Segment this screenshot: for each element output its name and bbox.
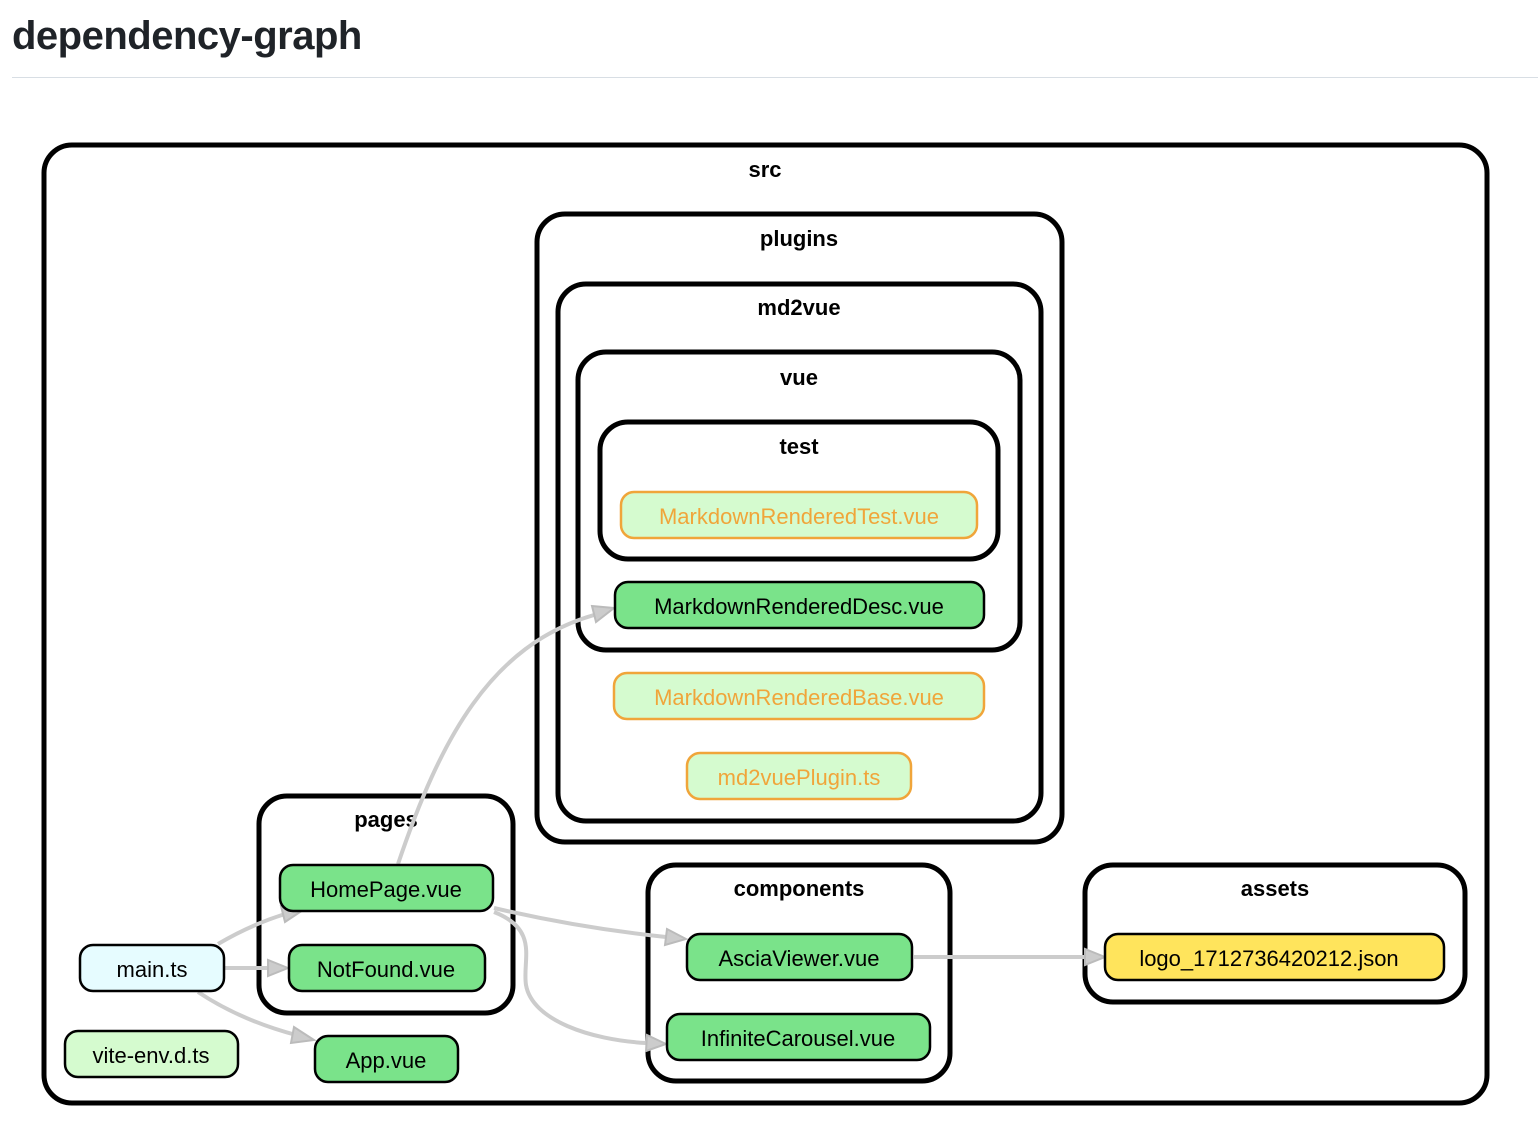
cluster-label-md2vue: md2vue [757,295,840,320]
node-label: logo_1712736420212.json [1139,946,1398,971]
cluster-vue: vue [575,349,1023,653]
edge-ascia-to-logo [914,947,1108,967]
edge-main-to-app [196,990,317,1045]
node-markdown-rendered-desc[interactable]: MarkdownRenderedDesc.vue [613,580,986,630]
cluster-label-test: test [779,434,819,459]
node-main-ts[interactable]: main.ts [78,943,226,993]
edge-homepage-to-desc [396,604,617,865]
node-label: HomePage.vue [310,877,462,902]
node-markdown-rendered-test[interactable]: MarkdownRenderedTest.vue [619,490,979,540]
node-app-vue[interactable]: App.vue [313,1034,460,1084]
edge-homepage-to-carousel [493,910,669,1053]
node-label: MarkdownRenderedTest.vue [659,504,939,529]
cluster-label-components: components [734,876,865,901]
cluster-test: test [597,419,1001,562]
cluster-label-src: src [748,157,781,182]
cluster-assets: assets [1082,862,1468,1005]
node-vite-env[interactable]: vite-env.d.ts [63,1029,240,1079]
node-label: md2vuePlugin.ts [718,765,881,790]
edge-homepage-to-ascia [493,906,689,947]
node-markdown-rendered-base[interactable]: MarkdownRenderedBase.vue [612,671,986,721]
cluster-label-vue: vue [780,365,818,390]
title-divider [12,77,1538,78]
cluster-label-plugins: plugins [760,226,838,251]
page-title: dependency-graph [12,14,362,58]
cluster-components: components [645,862,953,1084]
node-label: NotFound.vue [317,957,455,982]
cluster-src: src [41,142,1490,1106]
cluster-pages: pages [256,793,516,1016]
node-label: MarkdownRenderedDesc.vue [654,594,944,619]
node-label: vite-env.d.ts [93,1043,210,1068]
cluster-md2vue: md2vue [555,281,1044,824]
node-infinite-carousel[interactable]: InfiniteCarousel.vue [665,1012,932,1062]
node-logo-json[interactable]: logo_1712736420212.json [1103,932,1446,982]
node-notfound[interactable]: NotFound.vue [287,943,487,993]
node-label: AsciaViewer.vue [718,946,879,971]
node-label: InfiniteCarousel.vue [701,1026,895,1051]
cluster-label-pages: pages [354,807,418,832]
edge-main-to-notfound [224,958,291,978]
node-ascia-viewer[interactable]: AsciaViewer.vue [685,932,914,982]
cluster-plugins: plugins [534,211,1065,845]
node-md2vue-plugin[interactable]: md2vuePlugin.ts [685,751,913,801]
node-label: App.vue [346,1048,427,1073]
node-homepage[interactable]: HomePage.vue [278,863,495,913]
node-label: main.ts [117,957,188,982]
cluster-label-assets: assets [1241,876,1310,901]
node-label: MarkdownRenderedBase.vue [654,685,944,710]
